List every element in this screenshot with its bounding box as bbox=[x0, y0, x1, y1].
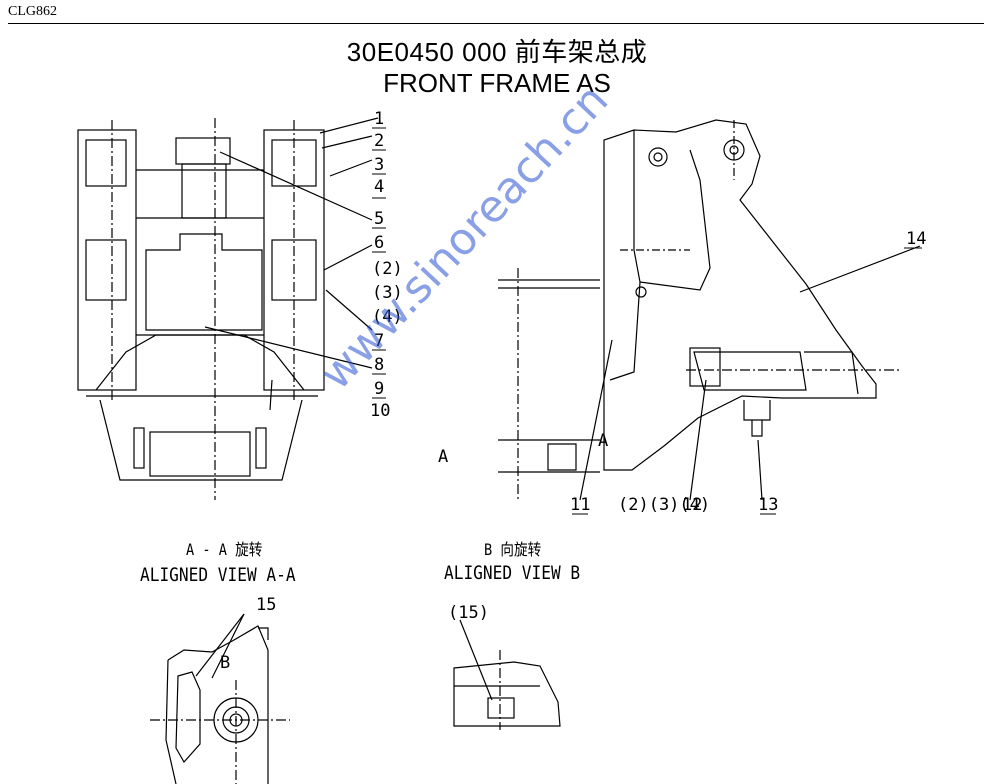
view-b-chinese: B 向旋转 bbox=[484, 540, 542, 559]
aligned-view-aa bbox=[150, 613, 290, 784]
callout-3b: (3) bbox=[372, 283, 403, 303]
callout-5: 5 bbox=[374, 209, 384, 229]
callout-15b: (15) bbox=[448, 603, 489, 623]
section-mark-a-side: A bbox=[598, 431, 608, 451]
title-chinese: 30E0450 000 前车架总成 bbox=[346, 37, 648, 67]
callout-4b: (4) bbox=[372, 307, 403, 327]
callout-4: 4 bbox=[374, 177, 384, 197]
callout-14: 14 bbox=[906, 229, 926, 249]
callout-2b: (2) bbox=[372, 259, 403, 279]
callout-8: 8 bbox=[374, 355, 384, 375]
callout-11: 11 bbox=[570, 495, 590, 515]
section-mark-a-front: A bbox=[438, 447, 448, 467]
callout-3: 3 bbox=[374, 155, 384, 175]
callout-9: 9 bbox=[374, 379, 384, 399]
side-view bbox=[498, 119, 921, 501]
header-rule bbox=[8, 23, 984, 24]
callout-2: 2 bbox=[374, 131, 384, 151]
callout-1: 1 bbox=[374, 109, 384, 129]
callout-10: 10 bbox=[370, 401, 390, 421]
callout-labels: 1 2 3 4 5 6 (2) (3) (4) 7 8 9 10 11 (2)(… bbox=[220, 109, 926, 673]
front-view bbox=[77, 117, 379, 500]
aligned-view-b bbox=[453, 619, 561, 730]
title-english: FRONT FRAME AS bbox=[383, 68, 611, 98]
view-aa-chinese: A - A 旋转 bbox=[186, 540, 263, 559]
callout-2-3-4: (2)(3)(4) bbox=[618, 495, 710, 515]
view-aa-english: ALIGNED VIEW A-A bbox=[140, 564, 296, 586]
document-code: CLG862 bbox=[8, 4, 57, 19]
callout-12: 12 bbox=[682, 495, 702, 515]
view-mark-b: B bbox=[220, 653, 230, 673]
callout-6: 6 bbox=[374, 233, 384, 253]
callout-7: 7 bbox=[374, 331, 384, 351]
callout-15: 15 bbox=[256, 595, 276, 615]
view-b-english: ALIGNED VIEW B bbox=[444, 562, 581, 584]
callout-13: 13 bbox=[758, 495, 778, 515]
